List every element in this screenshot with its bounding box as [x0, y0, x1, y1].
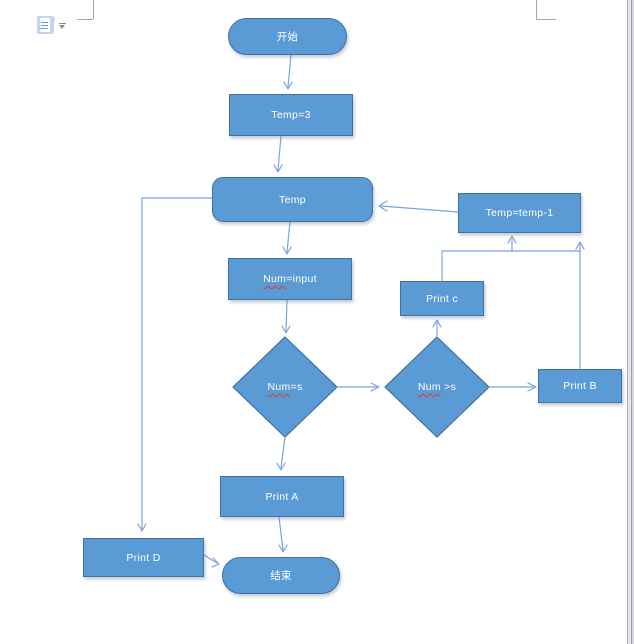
node-temp-decrement[interactable]: Temp=temp-1 — [458, 193, 581, 233]
node-label: Temp=3 — [271, 109, 311, 121]
chevron-down-icon[interactable] — [58, 22, 67, 30]
connector-temp-to-numinput[interactable] — [282, 221, 292, 255]
decision-label-num-greater-s[interactable]: Num >s — [385, 374, 489, 400]
decision-diamond-num-greater-s[interactable] — [384, 336, 490, 438]
connector-numgt-to-printc[interactable] — [432, 319, 442, 338]
paste-options-button[interactable] — [34, 13, 68, 37]
node-label: Print D — [126, 551, 161, 564]
chevron-triangle — [59, 25, 65, 29]
node-label: Temp=temp-1 — [485, 207, 554, 219]
node-label: Print c — [426, 292, 458, 305]
misspelled-word: Num — [267, 381, 291, 393]
node-print-b[interactable]: Print B — [538, 369, 622, 403]
node-end-terminator[interactable]: 结束 — [222, 557, 340, 594]
connector-printc-to-tempm1[interactable] — [441, 235, 581, 282]
node-label: Print B — [563, 380, 597, 392]
connector-numeq-to-printa[interactable] — [276, 436, 286, 471]
clipboard-document-icon — [37, 16, 55, 34]
node-label: Temp — [279, 193, 306, 206]
chevron-bar — [59, 23, 66, 24]
node-label: 开始 — [276, 31, 299, 43]
node-label: Print A — [265, 490, 299, 503]
node-label-rest: =input — [286, 273, 317, 285]
node-temp[interactable]: Temp — [212, 177, 373, 222]
connector-printa-to-end[interactable] — [278, 516, 288, 553]
node-label-rest: =s — [290, 381, 303, 393]
connector-printb-to-tempm1[interactable] — [575, 241, 585, 370]
crop-mark-top-left-vertical — [93, 0, 94, 19]
connector-numeq-to-numgt[interactable] — [336, 382, 380, 392]
crop-mark-top-right-vertical — [536, 0, 537, 19]
gutter-line — [631, 0, 632, 644]
node-print-a[interactable]: Print A — [220, 476, 344, 517]
text-line-glyph — [41, 25, 48, 26]
crop-mark-top-right-horizontal — [536, 19, 556, 20]
node-num-input[interactable]: Num=input — [228, 258, 352, 300]
node-label: 结束 — [270, 570, 292, 582]
connector-start-to-temp3[interactable] — [283, 54, 293, 90]
connector-temp3-to-temp[interactable] — [273, 135, 283, 173]
node-label: Num=input — [263, 273, 317, 285]
misspelled-word: Num — [417, 381, 441, 393]
node-start-terminator[interactable]: 开始 — [228, 18, 347, 55]
connector-numgt-to-printb[interactable] — [488, 382, 537, 392]
node-label-rest: >s — [440, 381, 457, 393]
decision-label-num-equals-s[interactable]: Num=s — [233, 374, 337, 400]
connector-printd-to-end[interactable] — [203, 554, 220, 568]
page-right-gutter — [627, 0, 634, 644]
connector-numinput-to-numeq[interactable] — [281, 299, 291, 334]
connector-tempm1-to-temp[interactable] — [378, 200, 459, 213]
node-label: Num=s — [267, 381, 302, 393]
node-print-c[interactable]: Print c — [400, 281, 484, 316]
node-temp-assign-3[interactable]: Temp=3 — [229, 94, 353, 136]
folded-corner — [51, 17, 55, 21]
crop-mark-top-left-horizontal — [77, 19, 93, 20]
misspelled-word: Num — [263, 273, 287, 285]
node-label: Num >s — [418, 381, 456, 393]
connector-temp-to-printd[interactable] — [137, 197, 213, 532]
gutter-pale — [632, 0, 634, 644]
node-print-d[interactable]: Print D — [83, 538, 204, 577]
text-line-glyph — [39, 28, 48, 29]
text-line-glyph — [41, 22, 48, 23]
